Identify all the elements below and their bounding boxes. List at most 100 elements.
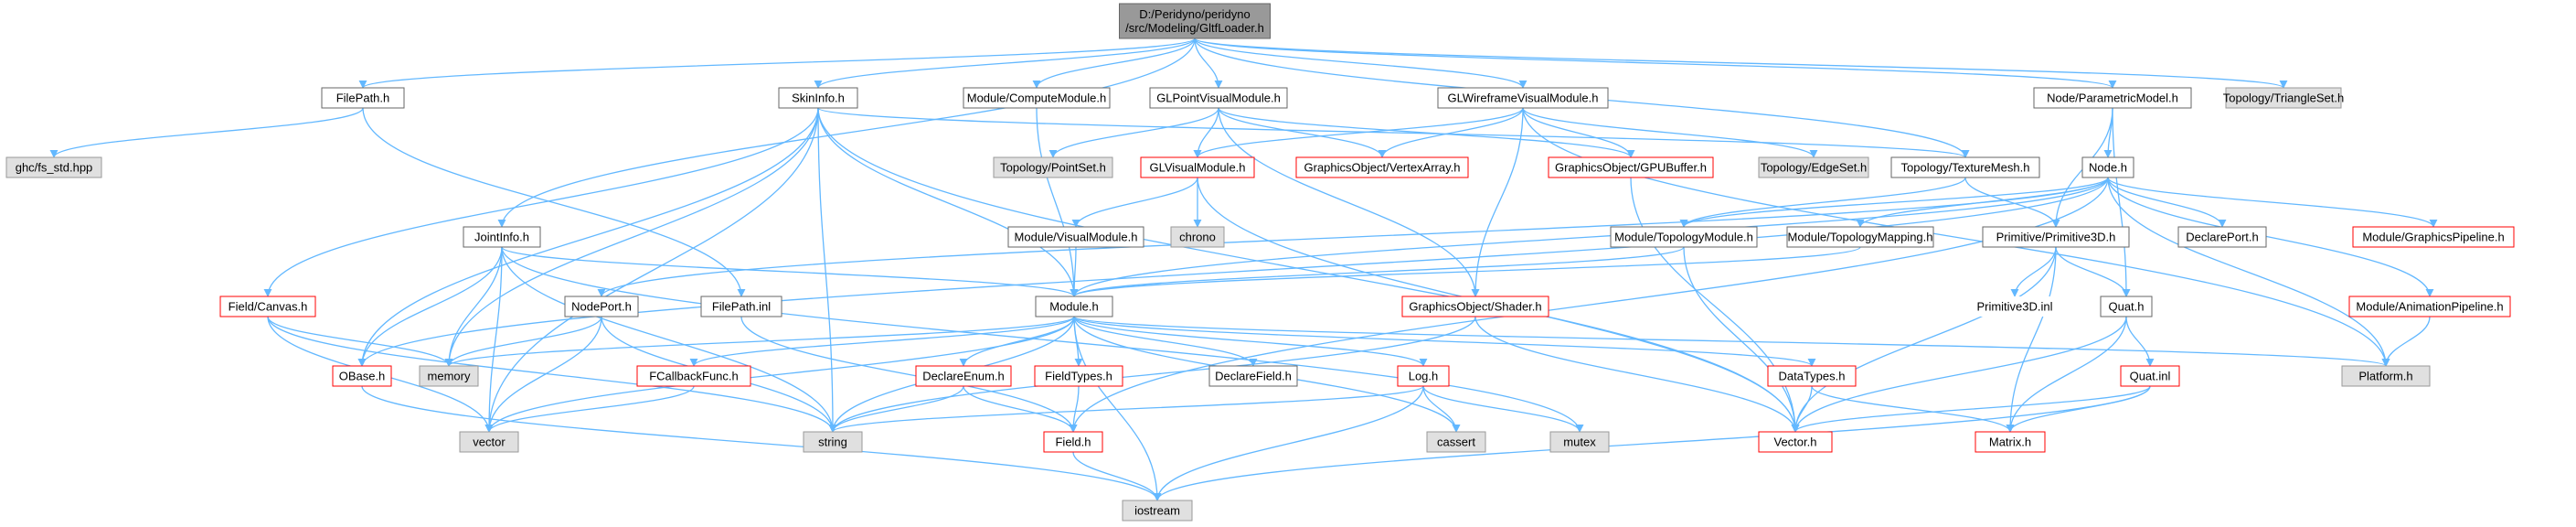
node-datatypes[interactable]: DataTypes.h	[1767, 365, 1857, 387]
node-box-filepath	[321, 87, 405, 109]
node-box-root	[1119, 3, 1271, 39]
node-vector[interactable]: vector	[459, 431, 519, 453]
edge-module-to-declfield	[1073, 316, 1258, 367]
node-glpoint[interactable]: GLPointVisualModule.h	[1149, 87, 1288, 109]
node-box-chrono	[1170, 226, 1225, 248]
node-texmesh[interactable]: Topology/TextureMesh.h	[1890, 156, 2040, 178]
node-parametric[interactable]: Node/ParametricModel.h	[2033, 87, 2192, 109]
node-box-memory	[419, 365, 479, 387]
node-label-declenum: DeclareEnum.h	[922, 370, 1005, 383]
edge-node-to-field	[1069, 177, 2109, 433]
node-box-node	[2081, 156, 2134, 178]
node-declenum[interactable]: DeclareEnum.h	[915, 365, 1012, 387]
node-triset[interactable]: Topology/TriangleSet.h	[2223, 87, 2345, 109]
node-graphpipe[interactable]: Module/GraphicsPipeline.h	[2352, 226, 2515, 248]
node-label-root: /src/Modeling/GltfLoader.h	[1125, 21, 1264, 35]
node-box-gpubuffer	[1548, 156, 1714, 178]
node-prim3dinl[interactable]: Primitive3D.inl	[1958, 296, 2071, 317]
node-cassert[interactable]: cassert	[1426, 431, 1486, 453]
node-iostream[interactable]: iostream	[1122, 500, 1193, 522]
node-declfield[interactable]: DeclareField.h	[1208, 365, 1298, 387]
node-box-fieldtypes	[1034, 365, 1123, 387]
node-box-topomod	[1610, 226, 1758, 248]
node-mutex[interactable]: mutex	[1549, 431, 1610, 453]
node-shader[interactable]: GraphicsObject/Shader.h	[1401, 296, 1549, 317]
node-quatinl[interactable]: Quat.inl	[2120, 365, 2180, 387]
node-box-pointset	[993, 156, 1113, 178]
node-label-vectorh: Vector.h	[1774, 436, 1817, 449]
edge-compmod-to-module	[1036, 107, 1079, 297]
edge-log-to-cassert	[1422, 385, 1461, 433]
node-box-cassert	[1426, 431, 1486, 453]
node-gpubuffer[interactable]: GraphicsObject/GPUBuffer.h	[1548, 156, 1714, 178]
edge-skininfo-to-vector	[484, 107, 819, 433]
node-pointset[interactable]: Topology/PointSet.h	[993, 156, 1113, 178]
node-filepath[interactable]: FilePath.h	[321, 87, 405, 109]
node-fcallback[interactable]: FCallbackFunc.h	[636, 365, 751, 387]
node-label-prim3dinl: Primitive3D.inl	[1976, 300, 2052, 314]
node-box-declenum	[915, 365, 1012, 387]
node-label-graphpipe: Module/GraphicsPipeline.h	[2362, 231, 2504, 244]
node-edgeset[interactable]: Topology/EdgeSet.h	[1758, 156, 1869, 178]
node-chrono[interactable]: chrono	[1170, 226, 1225, 248]
node-label-matrix: Matrix.h	[1989, 436, 2031, 449]
node-box-jointinfo	[463, 226, 541, 248]
node-box-canvas	[219, 296, 316, 317]
node-label-fcallback: FCallbackFunc.h	[649, 370, 739, 383]
node-box-fcallback	[636, 365, 751, 387]
node-quat[interactable]: Quat.h	[2100, 296, 2153, 317]
edge-glvisual-to-visualmod	[1071, 177, 1198, 228]
node-fieldtypes[interactable]: FieldTypes.h	[1034, 365, 1123, 387]
node-skininfo[interactable]: SkinInfo.h	[778, 87, 858, 109]
node-field[interactable]: Field.h	[1043, 431, 1103, 453]
node-filepathinl[interactable]: FilePath.inl	[700, 296, 782, 317]
edge-quat-to-matrix	[2006, 316, 2127, 433]
node-label-declfield: DeclareField.h	[1215, 370, 1292, 383]
node-jointinfo[interactable]: JointInfo.h	[463, 226, 541, 248]
node-label-root: D:/Peridyno/peridyno	[1139, 7, 1250, 21]
node-box-glwire	[1437, 87, 1609, 109]
edge-module-to-fcallback	[689, 316, 1075, 367]
node-label-animpipe: Module/AnimationPipeline.h	[2356, 300, 2503, 314]
node-node[interactable]: Node.h	[2081, 156, 2134, 178]
node-module[interactable]: Module.h	[1035, 296, 1113, 317]
node-ghcfs[interactable]: ghc/fs_std.hpp	[5, 156, 102, 178]
node-vectorh[interactable]: Vector.h	[1758, 431, 1833, 453]
edge-shader-to-string	[828, 316, 1476, 433]
node-prim3d[interactable]: Primitive/Primitive3D.h	[1982, 226, 2130, 248]
node-platform[interactable]: Platform.h	[2341, 365, 2431, 387]
edge-gpubuffer-to-vectorh	[1630, 177, 1800, 433]
edge-log-to-iostream	[1153, 385, 1424, 501]
node-glwire[interactable]: GLWireframeVisualModule.h	[1437, 87, 1609, 109]
node-vertexarray[interactable]: GraphicsObject/VertexArray.h	[1295, 156, 1469, 178]
node-label-ghcfs: ghc/fs_std.hpp	[16, 161, 93, 175]
node-glvisual[interactable]: GLVisualModule.h	[1140, 156, 1255, 178]
node-label-vertexarray: GraphicsObject/VertexArray.h	[1304, 161, 1461, 175]
node-animpipe[interactable]: Module/AnimationPipeline.h	[2348, 296, 2511, 317]
node-visualmod[interactable]: Module/VisualModule.h	[1007, 226, 1144, 248]
node-box-platform	[2341, 365, 2431, 387]
node-label-skininfo: SkinInfo.h	[792, 91, 845, 105]
node-nodeport[interactable]: NodePort.h	[564, 296, 639, 317]
edge-topomod-to-vectorh	[1683, 246, 1800, 433]
node-objbase[interactable]: OBase.h	[332, 365, 392, 387]
node-compmod[interactable]: Module/ComputeModule.h	[963, 87, 1111, 109]
node-string[interactable]: string	[803, 431, 863, 453]
node-label-gpubuffer: GraphicsObject/GPUBuffer.h	[1555, 161, 1707, 175]
node-topomap[interactable]: Module/TopologyMapping.h	[1786, 226, 1934, 248]
node-matrix[interactable]: Matrix.h	[1975, 431, 2046, 453]
node-label-filepathinl: FilePath.inl	[712, 300, 771, 314]
edge-skininfo-to-module	[817, 107, 1079, 297]
node-label-string: string	[818, 436, 847, 449]
node-declport[interactable]: DeclarePort.h	[2177, 226, 2267, 248]
node-box-vectorh	[1758, 431, 1833, 453]
node-root[interactable]: D:/Peridyno/peridyno/src/Modeling/GltfLo…	[1119, 3, 1271, 39]
edge-module-to-platform	[1073, 316, 2390, 367]
node-topomod[interactable]: Module/TopologyModule.h	[1610, 226, 1758, 248]
node-log[interactable]: Log.h	[1397, 365, 1450, 387]
node-memory[interactable]: memory	[419, 365, 479, 387]
edge-skininfo-to-memory	[444, 107, 819, 367]
node-label-memory: memory	[428, 370, 471, 383]
node-canvas[interactable]: Field/Canvas.h	[219, 296, 316, 317]
node-label-topomap: Module/TopologyMapping.h	[1788, 231, 1933, 244]
